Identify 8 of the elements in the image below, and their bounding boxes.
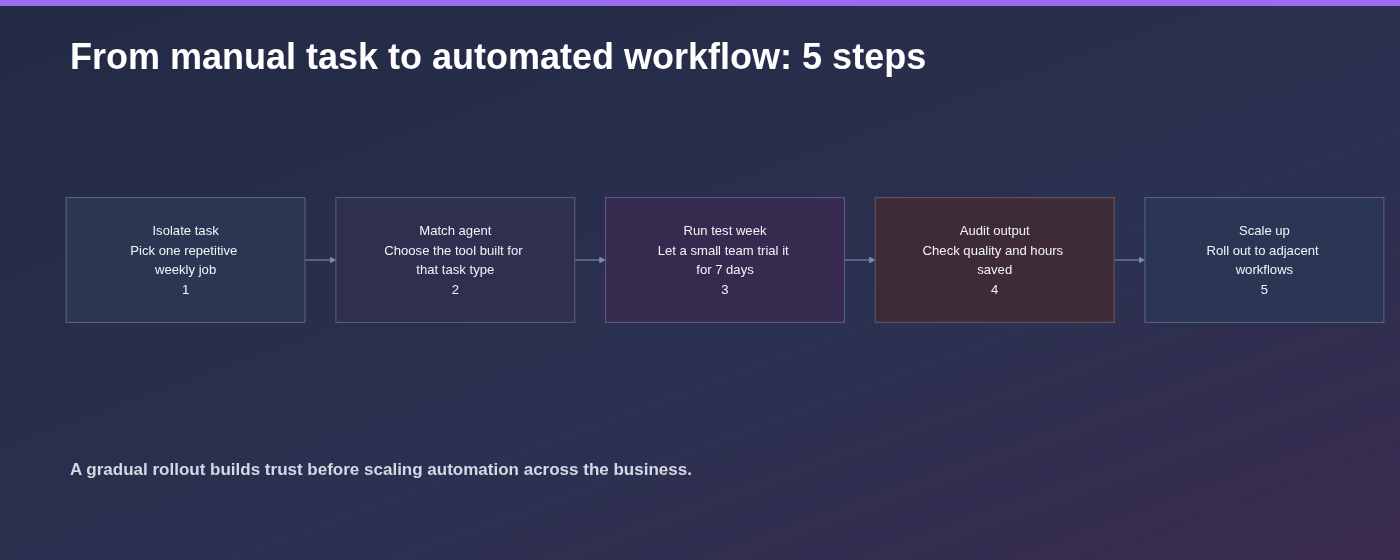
node-box: Scale up Roll out to adjacent workflows 5 bbox=[1144, 197, 1385, 323]
node-box: Audit output Check quality and hours saved 4 bbox=[874, 197, 1115, 323]
arrow bbox=[574, 256, 606, 264]
node-box: Isolate task Pick one repetitive weekly job 1 bbox=[65, 197, 306, 323]
diagram-title: From manual task to automated workflow: 5 steps bbox=[70, 36, 927, 78]
node-box: Match agent Choose the tool built for that task type 2 bbox=[335, 197, 576, 323]
caption: A gradual rollout builds trust before scaling automation across the business. bbox=[70, 460, 692, 480]
node-box: Run test week Let a small team trial it for 7 days 3 bbox=[604, 197, 846, 323]
